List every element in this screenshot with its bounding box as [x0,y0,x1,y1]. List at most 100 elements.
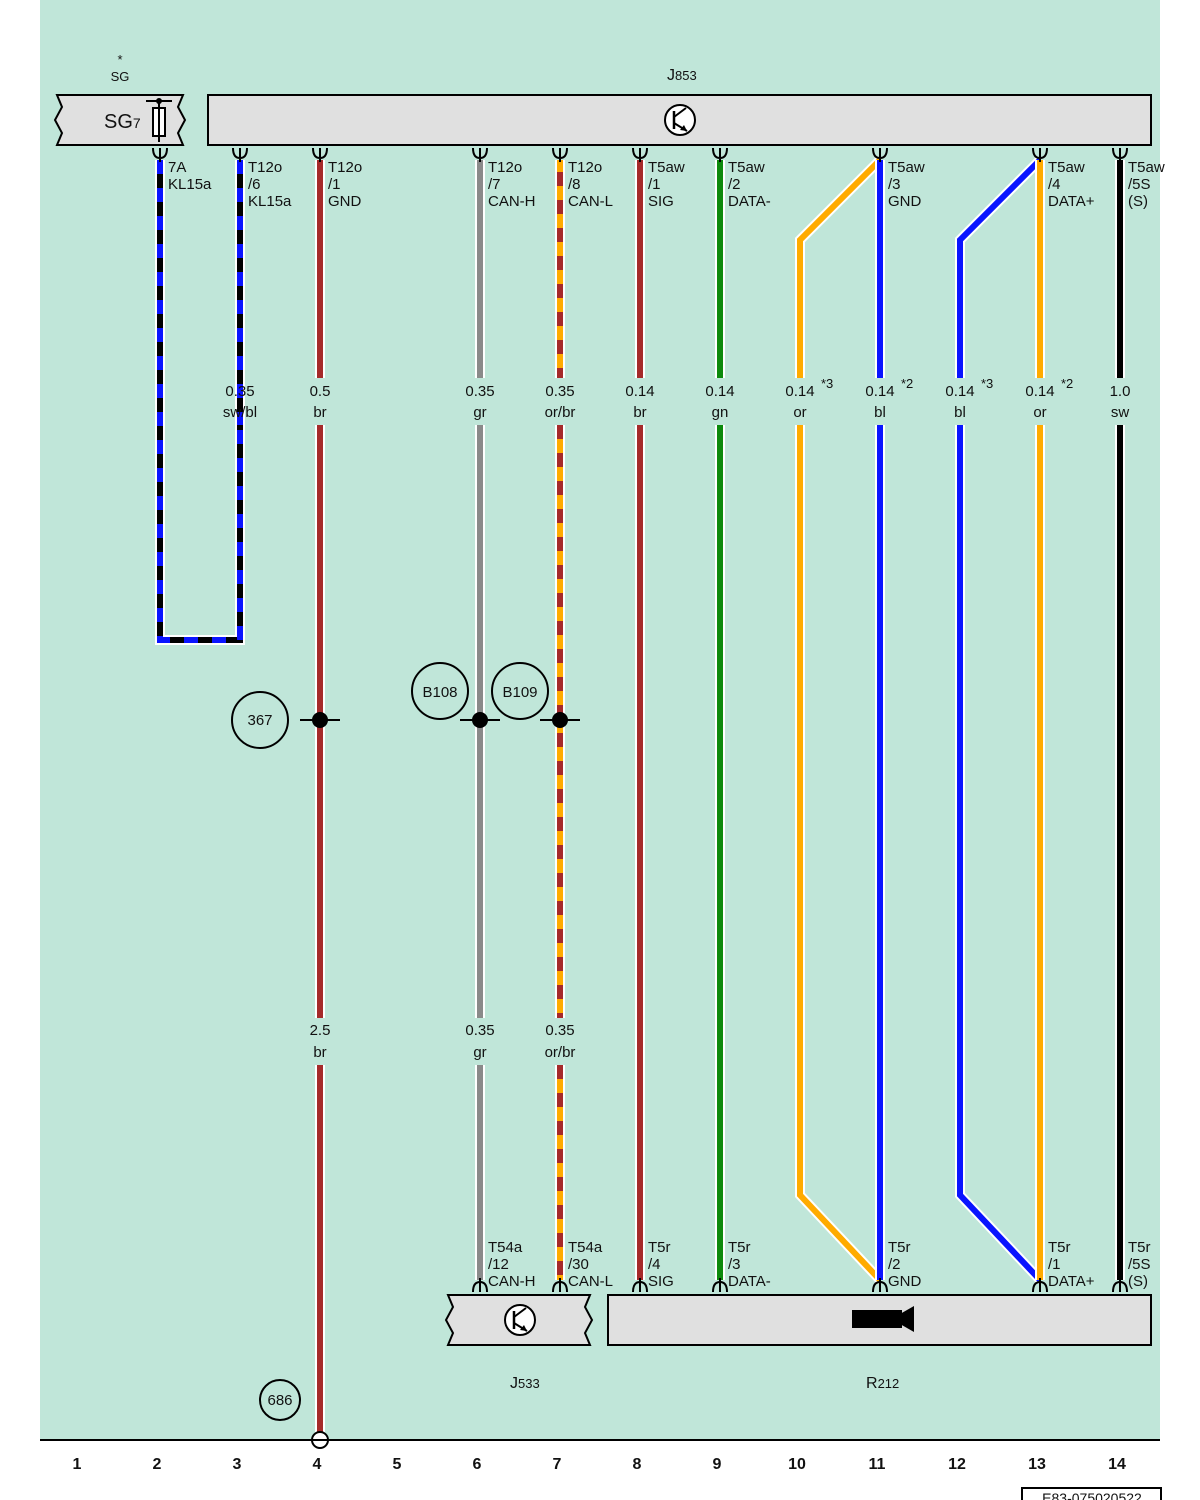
wire-note-label: *2 [901,376,913,391]
wire-bl-crossed-data-plus [955,156,1044,1284]
wire-size-label: 2.5 [310,1022,331,1039]
splice-ref-circle [231,691,289,749]
wire-color-label: sw [1111,404,1130,421]
ruler-number: 12 [948,1456,966,1473]
splice-ref-circle [411,662,469,720]
ruler-number: 11 [869,1456,886,1473]
connector-pin [1032,147,1048,162]
splice-ref-label: B108 [422,684,457,701]
wire-size-label: 0.14 [945,383,974,400]
wire-color-label: or/br [545,404,576,421]
camera-icon [852,1306,914,1332]
connector-pin [312,147,328,162]
splice-dot [312,712,328,728]
connector-pin [472,1278,488,1293]
wire-color-label: br [633,404,646,421]
diagram-background [40,0,1160,1440]
fuse-icon [146,98,172,142]
wire-sw-bl [155,160,245,645]
wire-color-label: gn [712,404,729,421]
splice-ref-label: 367 [247,712,272,729]
fuse-holder-sg: * SG SG7 [53,52,187,146]
ruler-number: 9 [713,1456,722,1473]
conn-label-t5r-5s: T5r/5S(S) [1128,1239,1151,1290]
ruler-number: 8 [633,1456,642,1473]
connector-pin [1112,147,1128,162]
wire-color-label: bl [954,404,966,421]
wire-color-label: or [1033,404,1046,421]
j853-label: J853 [667,67,697,84]
connector-pin [552,1278,568,1293]
wire-color-label: br [313,404,326,421]
wire-note-label: *2 [1061,376,1073,391]
wire-size-label: 0.35 [465,1022,494,1039]
wire-size-label: 0.5 [310,383,331,400]
column-ruler: 1 2 3 4 5 6 7 8 9 10 11 12 13 14 [40,1439,1160,1473]
ruler-number: 4 [313,1456,322,1473]
connector-pin [872,1278,888,1293]
wire-size-label: 0.35 [545,383,574,400]
j533-label: J533 [510,1375,540,1392]
camera-r212: R212 [607,1294,1152,1392]
connector-pin [232,147,248,162]
connector-pin [152,147,168,162]
fuse-label: SG7 [104,111,141,133]
connector-pin [552,147,568,162]
splice-dot [472,712,488,728]
ground-ref-circle [259,1379,301,1421]
wire-or-crossed-gnd [795,156,884,1284]
ruler-number: 14 [1108,1456,1126,1473]
wire-color-label: or [793,404,806,421]
wire-size-label: 0.14 [785,383,814,400]
wire-note-label: *3 [821,376,833,391]
ruler-number: 2 [153,1456,162,1473]
splice-dot [552,712,568,728]
wire-labels-lower: 2.5 br 0.35 gr 0.35 or/br [310,1022,576,1061]
ruler-number: 3 [233,1456,242,1473]
ruler-number: 5 [393,1456,402,1473]
r212-label: R212 [866,1375,899,1392]
wire-color-label: gr [473,1044,486,1061]
connector-pin [472,147,488,162]
sg-label: SG [111,69,130,84]
top-connector-pins [152,147,1128,162]
connector-pin [1112,1278,1128,1293]
bottom-connector-pins [472,1278,1128,1293]
wire-size-label: 0.14 [865,383,894,400]
ruler-number: 6 [473,1456,482,1473]
control-unit-j853: J853 [207,67,1152,146]
wire-size-label: 0.14 [625,383,654,400]
conn-label-t5aw-5s: T5aw/5S(S) [1128,159,1165,210]
wire-size-label: 0.35 [545,1022,574,1039]
splice-b109: B109 [491,662,580,728]
diagram-code-box: E83-075020522 [1021,1487,1162,1500]
ruler-number: 7 [553,1456,562,1473]
connector-pin [632,1278,648,1293]
connector-pin [712,147,728,162]
wire-size-label: 0.14 [1025,383,1054,400]
ruler-number: 13 [1028,1456,1046,1473]
wire-color-label: sw/bl [223,404,257,421]
wire-color-label: gr [473,404,486,421]
connector-pin [872,147,888,162]
transistor-icon [504,1304,536,1336]
ground-ref-label: 686 [267,1392,292,1409]
wire-color-label: or/br [545,1044,576,1061]
wire-note-label: *3 [981,376,993,391]
